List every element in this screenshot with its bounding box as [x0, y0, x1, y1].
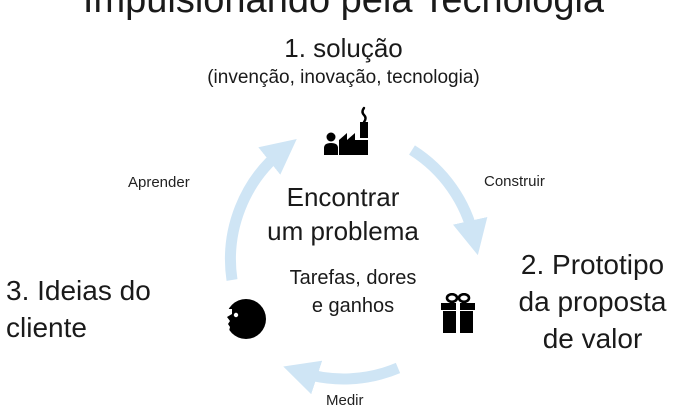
- arrow-build: [409, 145, 488, 256]
- center-sub-line1: Tarefas, dores: [289, 267, 417, 289]
- step3-line2: cliente: [6, 312, 87, 343]
- gift-icon: [441, 293, 475, 333]
- center-main-line2: um problema: [267, 216, 419, 246]
- step2-line2: da proposta: [518, 286, 667, 317]
- label-measure: Medir: [326, 392, 364, 409]
- center-main-text: Encontrar um problema: [243, 180, 443, 248]
- arrow-learn: [224, 138, 297, 281]
- step3-line1: 3. Ideias do: [6, 275, 151, 306]
- center-main-line1: Encontrar: [286, 182, 400, 212]
- step1-subtitle: (invenção, inovação, tecnologia): [207, 67, 480, 88]
- label-learn: Aprender: [128, 174, 190, 191]
- center-sub-text: Tarefas, dores e ganhos: [253, 264, 453, 320]
- factory-icon: [324, 106, 368, 155]
- step2-line1: 2. Prototipo: [520, 249, 665, 280]
- label-build: Construir: [484, 173, 545, 190]
- step2-line3: de valor: [542, 323, 643, 354]
- customer-head-icon: [225, 299, 266, 339]
- cycle-arrows: [224, 138, 488, 395]
- step3-text: 3. Ideias do cliente: [6, 272, 196, 346]
- center-sub-line2: e ganhos: [311, 295, 395, 317]
- diagram-title: Impulsionando pela Tecnologia: [82, 0, 605, 21]
- step2-text: 2. Prototipo da proposta de valor: [500, 246, 685, 357]
- step1-title: 1. solução: [284, 33, 403, 63]
- arrow-measure: [283, 360, 401, 395]
